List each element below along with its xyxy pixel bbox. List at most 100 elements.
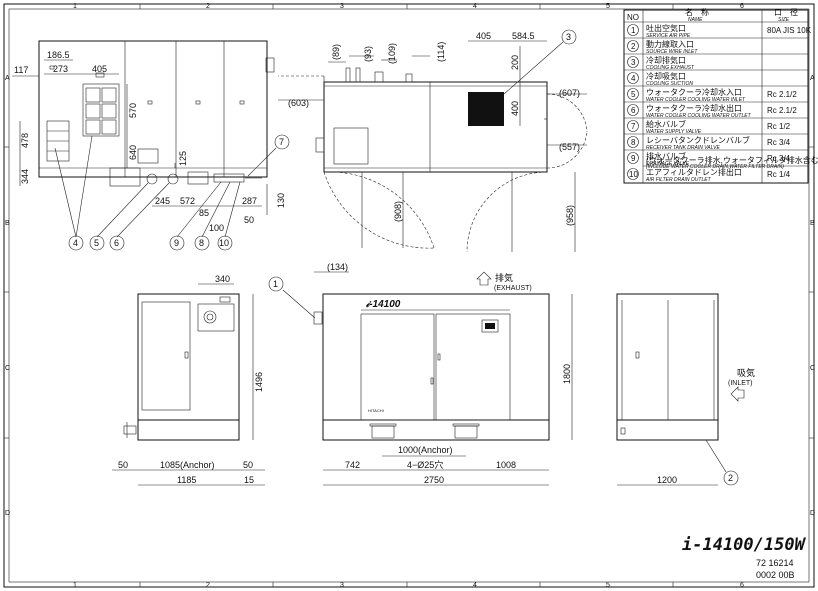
air-outlet-flange — [265, 57, 275, 73]
table-row-name-en: (INCLUDE WATER COOLER DRAIN,WATER FILTER… — [646, 164, 784, 170]
dim-1800: 1800 — [562, 364, 572, 384]
view-front — [313, 293, 550, 441]
front-dimensions — [314, 271, 573, 486]
svg-text:1: 1 — [273, 279, 278, 289]
table-row-no: 8 — [631, 138, 636, 147]
dim-130: 130 — [276, 193, 286, 208]
table-row-name: 給水バルブ — [646, 119, 686, 129]
svg-text:5: 5 — [94, 238, 99, 248]
sheet-border — [3, 3, 815, 588]
dim-572: 572 — [180, 196, 195, 206]
svg-text:4: 4 — [73, 238, 78, 248]
dim-50a: 50 — [244, 215, 254, 225]
model-title: i-14100/150W — [682, 535, 807, 555]
zone-B: B — [5, 220, 10, 227]
table-header-no: NO — [627, 13, 639, 22]
dim-1496: 1496 — [254, 372, 264, 392]
dim-4-25-holes: 4−Ø25穴 — [407, 459, 443, 470]
table-row-size: Rc 1/4 — [767, 170, 791, 179]
intake-grille — [82, 83, 120, 137]
balloon-8: 8 — [194, 235, 210, 251]
table-header-size-en: SIZE — [778, 17, 790, 23]
exhaust-label-en: (EXHAUST) — [494, 285, 532, 292]
dim-1000-anchor: 1000(Anchor) — [398, 445, 453, 455]
table-row-no-circle — [627, 152, 639, 164]
zone-6: 6 — [740, 3, 744, 10]
balloon-1: 1 — [268, 276, 284, 292]
balloon-3: 3 — [561, 29, 577, 45]
zone-1-bottom: 1 — [73, 582, 77, 589]
dim-1185: 1185 — [177, 475, 196, 485]
dim-344: 344 — [20, 169, 30, 184]
table-row-name-en: SERVICE AIR PIPE — [646, 33, 691, 39]
svg-text:7: 7 — [279, 137, 284, 147]
dim-584-5: 584.5 — [512, 31, 535, 41]
zone-4-bottom: 4 — [473, 582, 477, 589]
dim-958: (958) — [565, 205, 575, 226]
sheet-inner-border — [8, 8, 810, 583]
zone-6-bottom: 6 — [740, 582, 744, 589]
zone-5: 5 — [606, 3, 610, 10]
water-inlet — [146, 173, 158, 185]
front-label: HITACHI — [368, 408, 384, 413]
svg-text:2: 2 — [728, 473, 733, 483]
zone-3: 3 — [340, 3, 344, 10]
table-row-no: 6 — [631, 106, 636, 115]
table-row-name: ウォータクーラ冷却水入口 — [646, 87, 742, 97]
dim-908: (908) — [393, 201, 403, 222]
dim-100: 100 — [209, 223, 224, 233]
zone-3-bottom: 3 — [340, 582, 344, 589]
table-row-no-circle — [627, 56, 639, 68]
table-row-name-en: DRAINAGE VALVE — [646, 161, 690, 167]
table-row-size: Rc 1/2 — [767, 122, 791, 131]
table-row-no-circle — [627, 72, 639, 84]
zone-labels-top: 1 2 3 4 5 6 1 2 3 4 5 6 — [73, 3, 744, 589]
left-side-dimensions — [112, 283, 265, 486]
control-panel — [481, 319, 499, 333]
dim-125: 125 — [178, 151, 188, 166]
table-row-no: 9 — [631, 154, 636, 163]
table-row-name-en: SOURCE WIRE INLET — [646, 49, 698, 55]
dim-89: (89) — [331, 44, 341, 60]
dim-50b: 50 — [118, 460, 128, 470]
plan-dimensions — [12, 59, 268, 215]
balloon-6: 6 — [109, 235, 125, 251]
table-row-name: 吐出空気口 — [646, 23, 686, 33]
dim-117: 117 — [14, 65, 28, 75]
table-row-name: エアフィルタドレン排出口 — [646, 167, 742, 177]
table-row-no: 3 — [631, 58, 636, 67]
balloon-2: 2 — [723, 470, 739, 486]
balloon-4: 4 — [68, 235, 84, 251]
table-row-no-circle — [627, 40, 639, 52]
zone-5-bottom: 5 — [606, 582, 610, 589]
zone-4: 4 — [473, 3, 477, 10]
dim-85: 85 — [199, 208, 209, 218]
table-row-no: 4 — [631, 74, 636, 83]
dim-557: (557) — [559, 142, 580, 152]
table-row-no: 1 — [631, 26, 636, 35]
top-dimensions — [278, 40, 587, 252]
drain-valves — [213, 173, 245, 183]
table-row-no: 5 — [631, 90, 636, 99]
water-outlet — [167, 173, 179, 185]
table-row-name-en: WATER COOLER COOLING WATER OUTLET — [646, 113, 752, 119]
zone-C: C — [5, 365, 10, 372]
drawing-code: 72 16214 — [756, 558, 794, 568]
plan-leaders — [54, 135, 277, 238]
zone-B-right: B — [810, 220, 815, 227]
zone-2-bottom: 2 — [206, 582, 210, 589]
dim-287: 287 — [242, 196, 257, 206]
balloon-10: 10 — [217, 235, 233, 251]
svg-text:10: 10 — [219, 238, 229, 248]
dim-640: 640 — [128, 145, 138, 160]
dim-340: 340 — [215, 274, 230, 284]
table-row-name-en: WATER SUPPLY VALVE — [646, 129, 702, 135]
table-row-name: レシーバタンクドレンバルブ — [646, 135, 750, 145]
table-row-name: 動力線取入口 — [646, 39, 694, 49]
dim-405b: 405 — [476, 31, 491, 41]
dim-114: (114) — [436, 42, 446, 62]
zone-ticks — [4, 4, 814, 587]
table-row-name: (ウォータクーラ排水,ウォータフィルタ排水含む) — [646, 155, 818, 165]
